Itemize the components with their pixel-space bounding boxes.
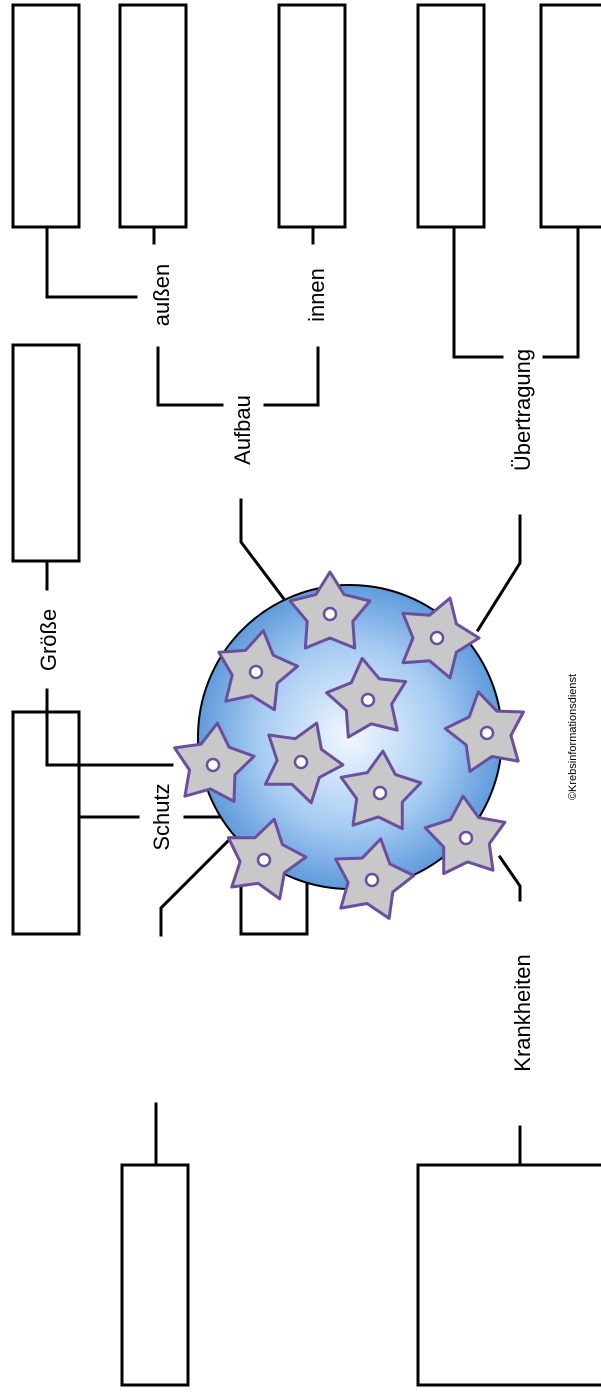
surface-protein-core-1 [322,606,338,622]
connector-krankheiten-cell [497,854,522,902]
answer-boxes [11,3,601,1387]
surface-protein-core-11 [364,872,380,888]
connector-uebertragung-cell [475,514,522,633]
label-schutz: Schutz [149,783,174,850]
connector-aussen-aufbau [156,346,224,407]
answer-box-uebertragung-1[interactable] [416,3,486,229]
answer-box-uebertragung-2[interactable] [539,3,601,229]
answer-box-innen[interactable] [277,3,347,229]
surface-protein-core-6 [293,754,309,770]
connector-schutz-cell [159,835,234,937]
connector-uebertragung-box1 [452,225,504,359]
virus-spikes [173,570,525,920]
connector-innen-aufbau [263,346,320,407]
copyright-credit: ©Krebsinformationsdienst [567,674,579,800]
connector-uebertragung-box2 [542,225,580,359]
answer-box-schutz-3[interactable] [120,1163,190,1387]
connector-lines [45,225,580,1167]
answer-box-krankheiten[interactable] [416,1163,601,1387]
label-uebertragung: Übertragung [510,349,535,471]
surface-protein-core-5 [205,757,221,773]
surface-protein-core-7 [479,725,495,741]
surface-protein-core-2 [429,630,445,646]
surface-protein-core-9 [256,852,272,868]
label-innen: innen [304,268,329,322]
connector-aufbau-cell [239,498,293,610]
answer-box-aussen-2[interactable] [118,3,188,229]
surface-protein-core-8 [372,785,388,801]
label-aufbau: Aufbau [230,395,255,465]
label-krankheiten: Krankheiten [510,954,535,1071]
surface-protein-core-10 [458,830,474,846]
connector-aussen-box1 [45,225,138,299]
virus-illustration [173,570,525,920]
labels: außen innen Aufbau Übertragung Größe Sch… [36,264,579,1072]
answer-box-groesse[interactable] [11,343,81,563]
label-groesse: Größe [36,609,61,671]
surface-protein-core-4 [360,692,376,708]
answer-box-aussen-1[interactable] [11,3,81,229]
surface-protein-core-3 [248,664,264,680]
connector-groesse-cell [45,688,174,767]
label-aussen: außen [149,264,174,326]
